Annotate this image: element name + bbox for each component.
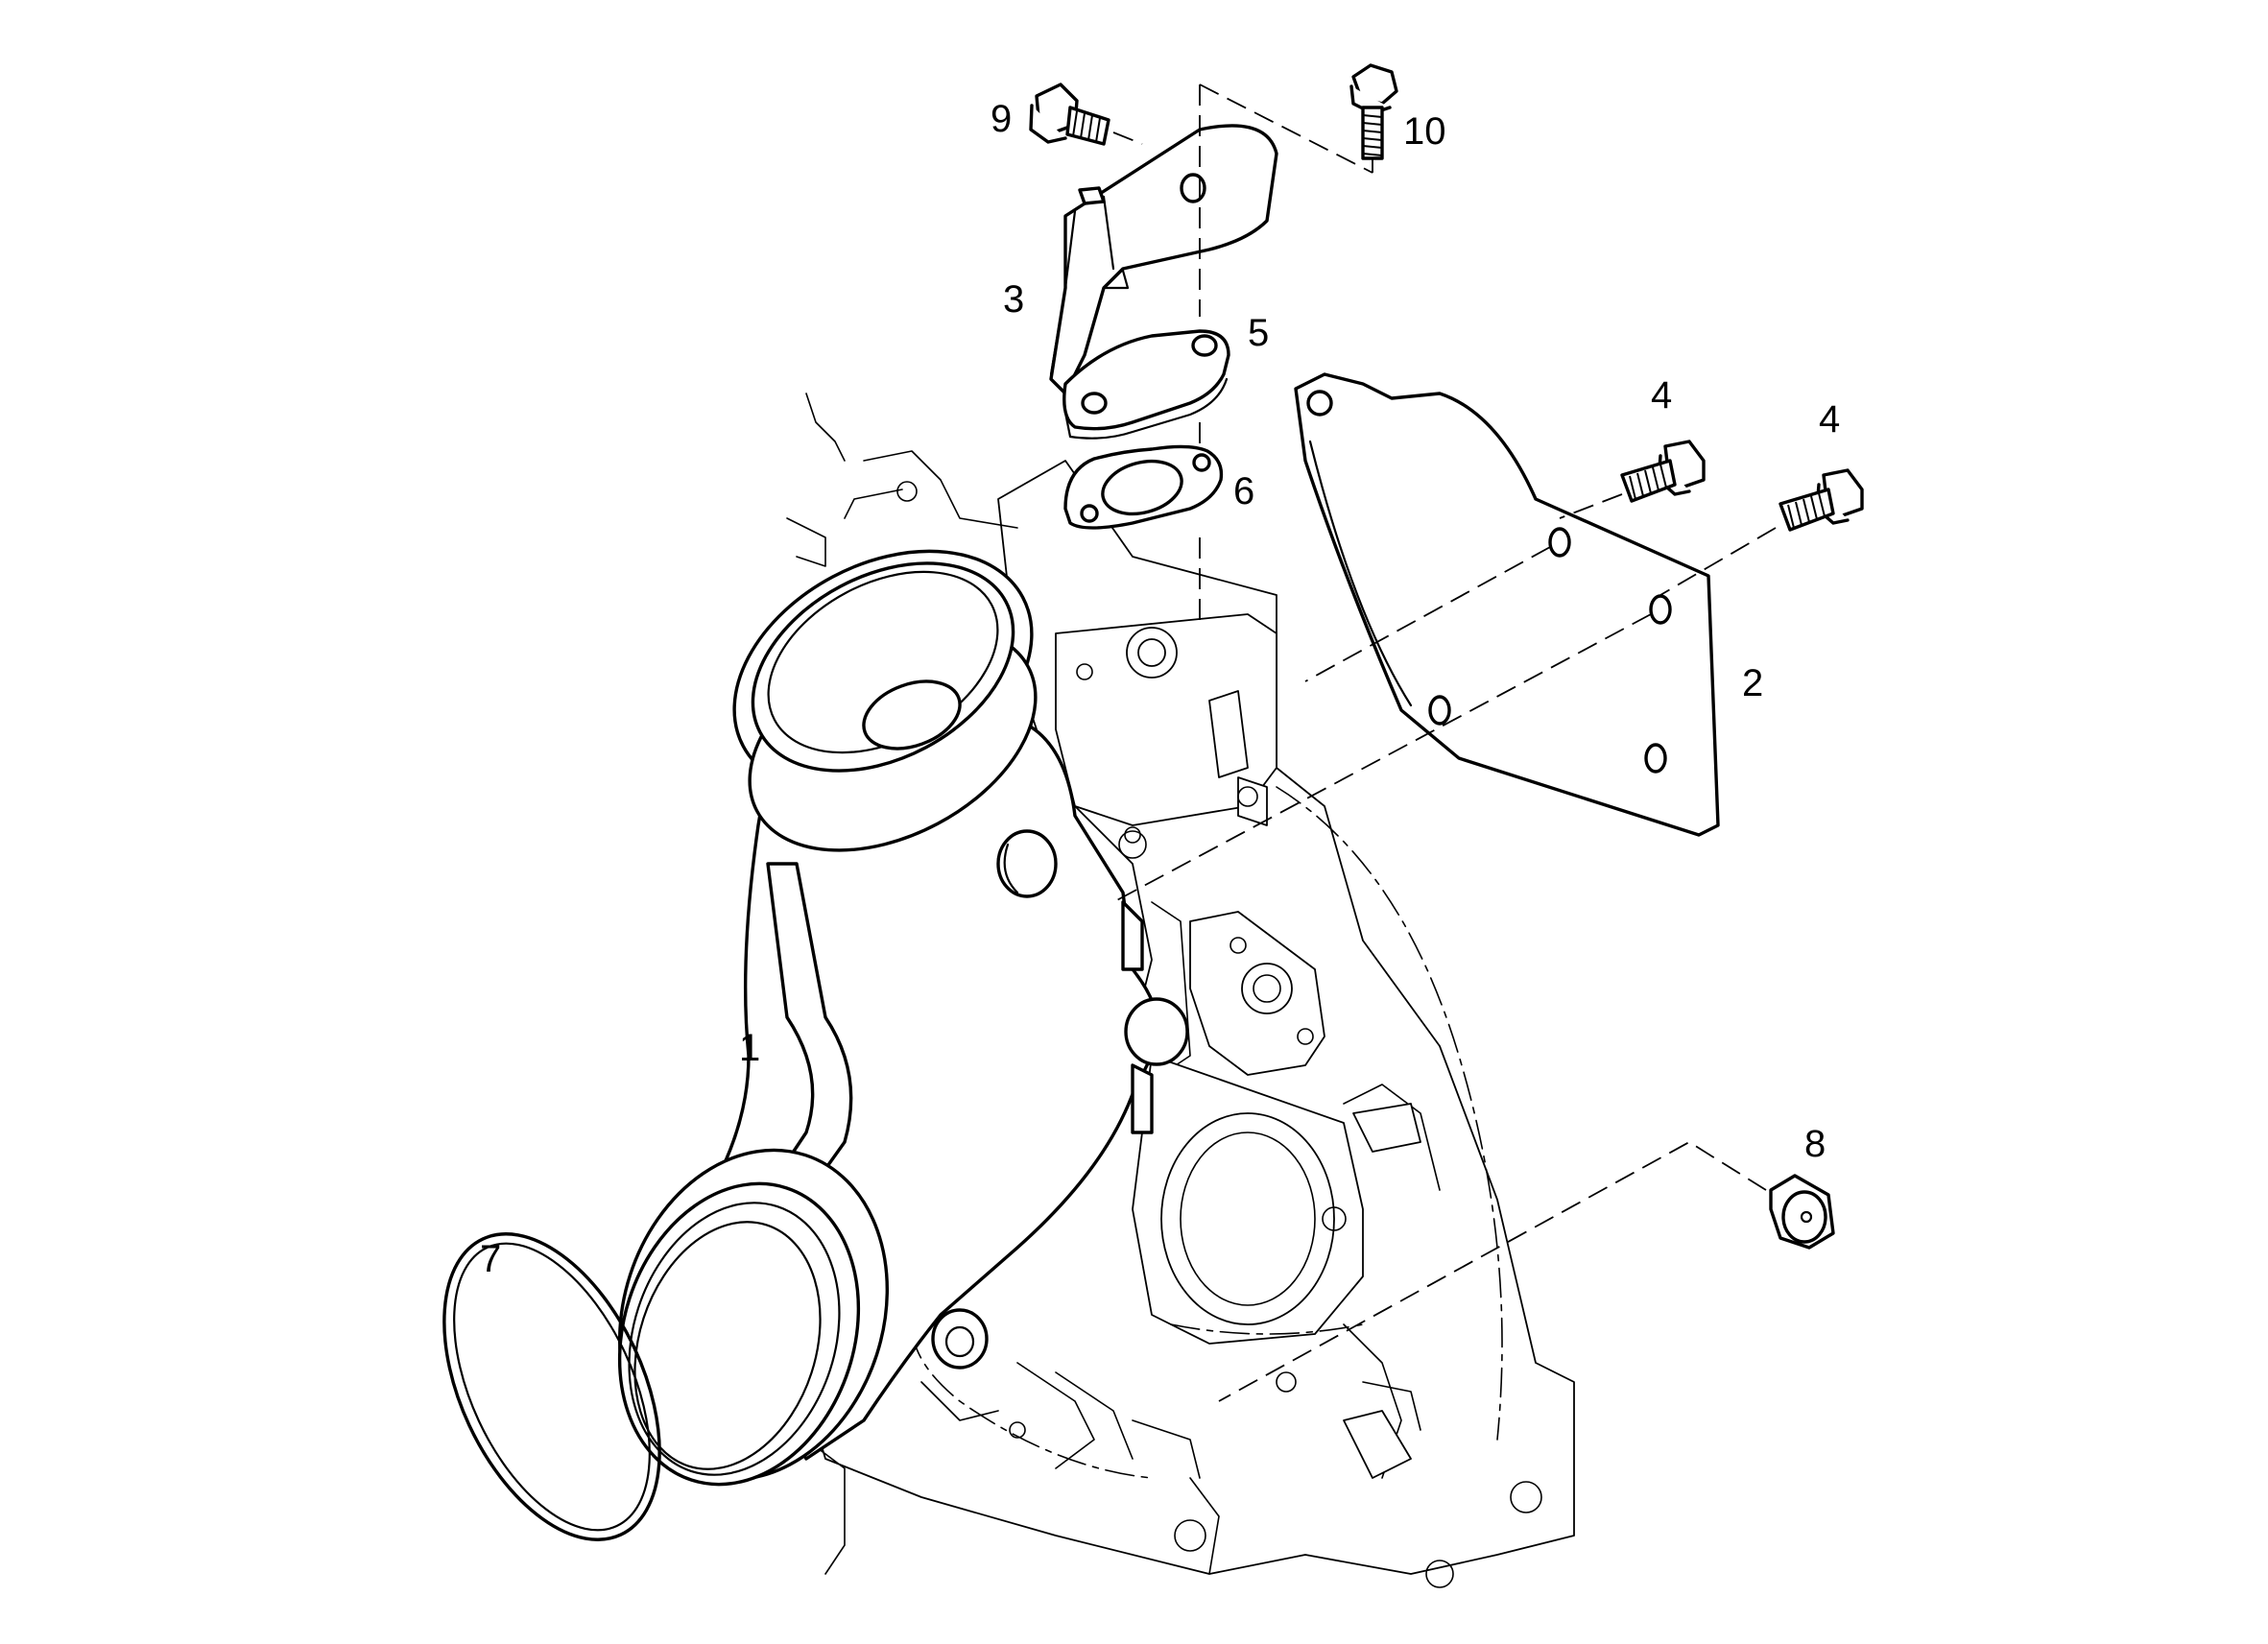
callout-9: 9 bbox=[991, 98, 1012, 140]
o-ring-part-7 bbox=[442, 1232, 661, 1541]
heat-shield-plate-part-2 bbox=[1294, 372, 1720, 837]
callout-labels: 1 2 3 4 4 5 6 7 8 9 10 bbox=[480, 98, 1840, 1280]
callout-5: 5 bbox=[1248, 312, 1269, 354]
callout-6: 6 bbox=[1233, 470, 1254, 512]
elbow-pipe-part-1 bbox=[617, 549, 1189, 1487]
callout-8: 8 bbox=[1804, 1123, 1826, 1165]
callout-1: 1 bbox=[739, 1027, 760, 1069]
bracket-part-3 bbox=[1049, 124, 1278, 395]
callout-4b: 4 bbox=[1819, 398, 1840, 441]
callout-4a: 4 bbox=[1651, 374, 1672, 417]
bolt-part-10 bbox=[1349, 63, 1398, 160]
gasket-part-6 bbox=[1063, 444, 1224, 530]
callout-2: 2 bbox=[1742, 662, 1763, 704]
callout-10: 10 bbox=[1403, 110, 1446, 153]
bolt-part-4-b bbox=[1779, 468, 1864, 532]
cover-plate-part-5 bbox=[1062, 329, 1230, 440]
assembly-leader-lines bbox=[1112, 83, 1777, 1402]
callout-3: 3 bbox=[1003, 278, 1024, 321]
callout-7: 7 bbox=[480, 1238, 501, 1280]
plug-part-8 bbox=[1769, 1174, 1835, 1250]
bolt-part-4-a bbox=[1620, 440, 1706, 503]
bolt-part-9 bbox=[1029, 83, 1110, 146]
